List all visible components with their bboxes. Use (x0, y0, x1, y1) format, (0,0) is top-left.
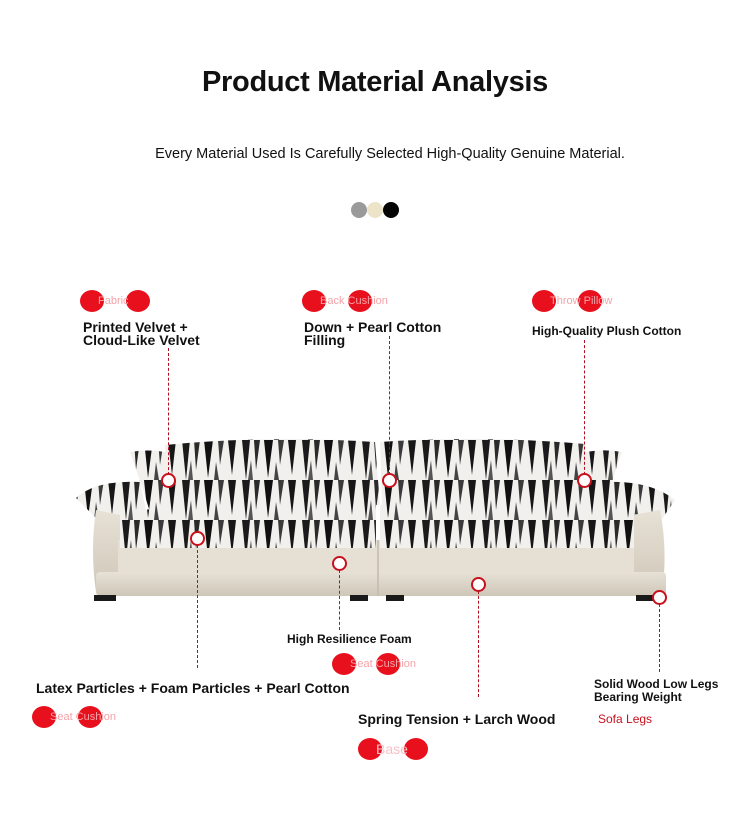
label-base: Spring Tension + Larch Wood (358, 711, 556, 727)
hotspot-base[interactable] (471, 577, 486, 592)
leader-back-cushion (389, 336, 390, 480)
leader-base (478, 591, 479, 697)
tag-seat-cushion-inner: Seat Cushion (332, 653, 434, 675)
tag-throw-pillow: Throw Pillow (532, 290, 630, 312)
swatch-black[interactable] (383, 202, 399, 218)
color-swatches (351, 202, 399, 218)
label-sofa-legs-line1: Solid Wood Low Legs (594, 677, 719, 691)
hotspot-sofa-legs[interactable] (652, 590, 667, 605)
label-fabric-line1: Printed Velvet + (83, 319, 188, 335)
hotspot-fabric[interactable] (161, 473, 176, 488)
hotspot-back-cushion[interactable] (382, 473, 397, 488)
label-fabric-line2: Cloud-Like Velvet (83, 332, 200, 348)
tag-seat-cushion-outer: Seat Cushion (32, 706, 134, 728)
tag-back-cushion: Back Cushion (302, 290, 406, 312)
hotspot-seat-cushion-inner[interactable] (332, 556, 347, 571)
hotspot-throw-pillow[interactable] (577, 473, 592, 488)
tag-base: Base (358, 738, 428, 760)
label-throw-pillow: High-Quality Plush Cotton (532, 324, 682, 338)
page-subtitle: Every Material Used Is Carefully Selecte… (155, 146, 625, 162)
hotspot-seat-cushion-outer[interactable] (190, 531, 205, 546)
leader-fabric (168, 348, 169, 480)
label-sofa-legs-line2: Bearing Weight (594, 690, 682, 704)
tag-sofa-legs: Sofa Legs (598, 712, 653, 726)
label-back-cushion-line1: Down + Pearl Cotton (304, 319, 442, 335)
leader-sofa-legs (659, 604, 660, 672)
leader-throw-pillow (584, 340, 585, 480)
page-title: Product Material Analysis (202, 66, 548, 98)
label-seat-cushion-inner: High Resilience Foam (287, 632, 412, 646)
swatch-gray[interactable] (351, 202, 367, 218)
label-back-cushion-line2: Filling (304, 332, 346, 348)
label-seat-cushion-outer: Latex Particles + Foam Particles + Pearl… (36, 680, 350, 696)
tag-fabric: Fabric (80, 290, 150, 312)
leader-seat-cushion-outer (197, 545, 198, 668)
leader-seat-cushion-inner (339, 570, 340, 630)
swatch-beige[interactable] (367, 202, 383, 218)
